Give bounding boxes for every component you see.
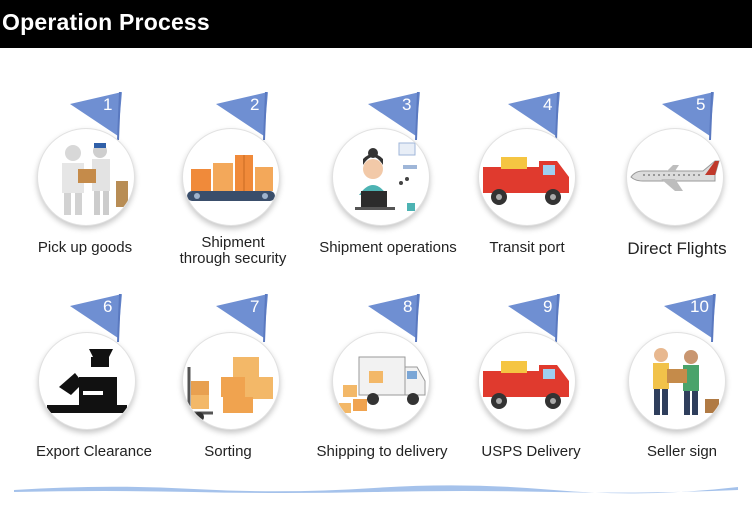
page-title: Operation Process [2, 9, 210, 35]
step-number: 6 [103, 297, 113, 316]
step-label: Export Clearance [36, 443, 152, 460]
wave-divider [14, 485, 738, 494]
header-bar: Operation Process [0, 0, 752, 48]
operator-laptop-icon [332, 128, 430, 226]
step-number: 9 [543, 297, 553, 316]
courier-handover-icon [37, 128, 135, 226]
step-number: 10 [690, 297, 709, 316]
step-number: 4 [543, 95, 553, 114]
step-label: USPS Delivery [481, 443, 581, 460]
step-5: 5 Direct Flights [602, 88, 752, 258]
package-handover-icon [628, 332, 726, 430]
step-3: 3 Shipment operations [312, 88, 462, 258]
flag-icon [508, 92, 560, 141]
flag-icon [70, 294, 122, 343]
customs-officer-icon [38, 332, 136, 430]
step-label: Shipment operations [319, 239, 457, 256]
flag-icon [70, 92, 122, 141]
step-number: 1 [103, 95, 113, 114]
step-label: Sorting [204, 443, 252, 460]
step-label: Shipping to delivery [316, 443, 448, 460]
truck-icon [478, 128, 576, 226]
step-label: Shipment through security [179, 234, 287, 267]
step-6: 6 Export Clearance [10, 292, 160, 462]
step-7: 7 Sorting [158, 292, 308, 462]
step-8: 8 Shipping to delivery [310, 292, 460, 462]
van-boxes-icon [332, 332, 430, 430]
step-label: Seller sign [646, 443, 718, 460]
step-label: Transit port [489, 239, 565, 256]
flag-icon [368, 294, 420, 343]
step-number: 7 [250, 297, 260, 316]
step-1: 1 Pick up goods [10, 88, 160, 258]
step-9: 9 USPS Delivery [452, 292, 602, 462]
step-number: 3 [402, 95, 412, 114]
step-label: Direct Flights [627, 239, 727, 258]
flag-icon [664, 294, 716, 343]
hand-truck-boxes-icon [182, 332, 280, 430]
step-2: 2 Shipment through security [158, 88, 308, 267]
step-label: Pick up goods [37, 239, 133, 256]
flag-icon [216, 92, 268, 141]
flag-icon [216, 294, 268, 343]
step-number: 5 [696, 95, 706, 114]
flag-icon [368, 92, 420, 141]
step-4: 4 Transit port [452, 88, 602, 258]
flag-icon [662, 92, 714, 141]
step-number: 2 [250, 95, 260, 114]
conveyor-boxes-icon [182, 128, 280, 226]
step-number: 8 [403, 297, 413, 316]
step-10: 10 Seller sign [602, 292, 752, 462]
airplane-icon [626, 128, 724, 226]
truck-icon [478, 332, 576, 430]
flag-icon [508, 294, 560, 343]
